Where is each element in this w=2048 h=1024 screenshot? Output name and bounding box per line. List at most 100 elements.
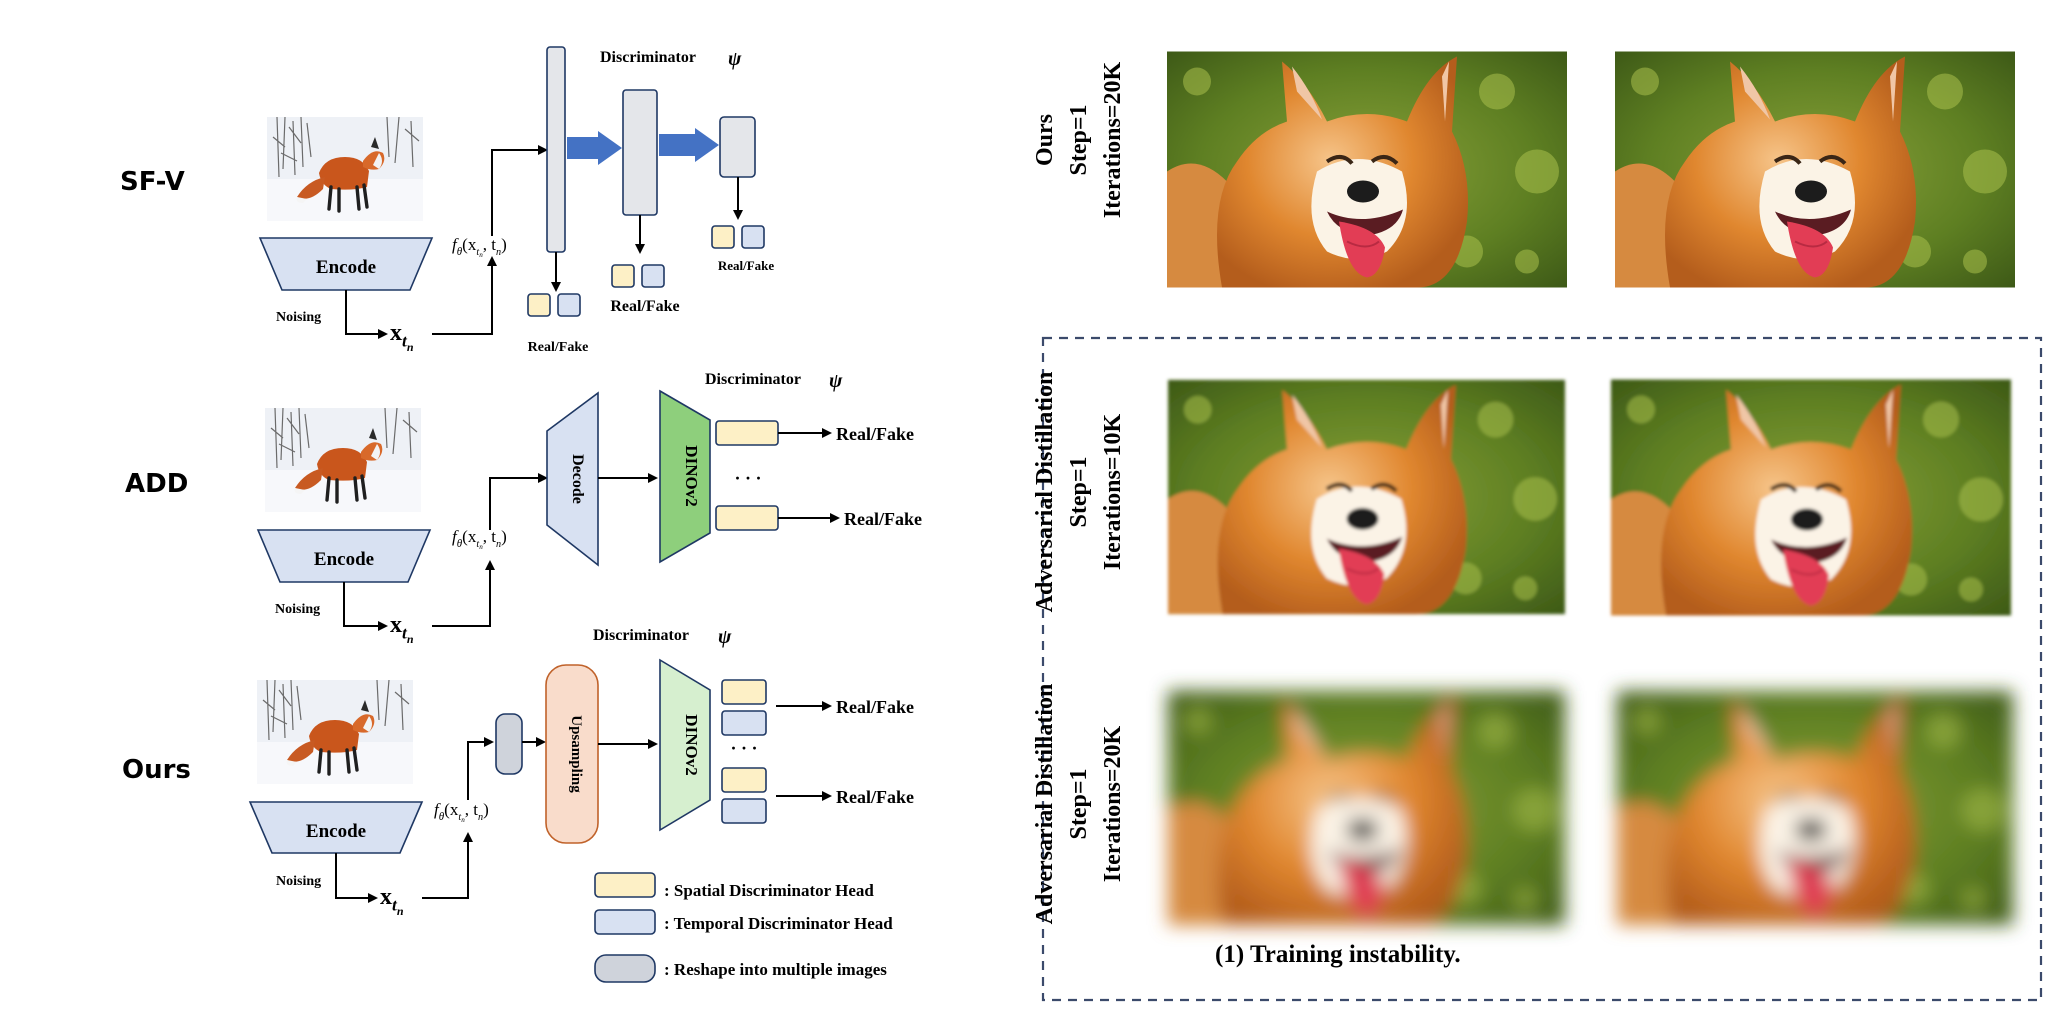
add-spatial-head-2 [715, 505, 779, 531]
right-row-1-image-1 [1167, 52, 1567, 288]
sfv-disc-title: Discriminator [600, 49, 696, 66]
right-row-2-image-2 [1611, 380, 2011, 616]
legend-temporal-label: : Temporal Discriminator Head [664, 914, 893, 933]
ours-disc-title: Discriminator [593, 627, 689, 644]
add-spatial-head-1 [715, 420, 779, 446]
add-real-fake-1: Real/Fake [836, 424, 914, 444]
ours-spatial-head-1 [721, 679, 767, 705]
sfv-disc-block-3 [719, 116, 756, 178]
ours-temporal-head-2 [721, 798, 767, 824]
sfv-heads-3-temporal-head [741, 225, 765, 249]
add-arrow-to-f [432, 560, 495, 627]
sfv-heads-1-spatial-head [527, 293, 551, 317]
sfv-real-fake-2: Real/Fake [610, 298, 679, 315]
ours-fox-image [257, 680, 413, 784]
add-xt-label: xtn [390, 612, 414, 646]
ours-dinov2 [659, 658, 711, 832]
add-decoder [546, 391, 599, 567]
legend: : Spatial Discriminator Head : Temporal D… [594, 872, 893, 983]
legend-reshape-swatch [594, 954, 656, 983]
sfv-xt-label: xtn [390, 320, 414, 354]
add-dinov2 [659, 389, 711, 564]
sfv-heads-2-temporal-head [641, 264, 665, 288]
ours-noising-label: Noising [276, 874, 321, 889]
ours-temporal-head-1 [721, 710, 767, 736]
ours-dinov2-label: DINOv2 [682, 714, 701, 775]
ours-upsampling-label: Upsampling [568, 715, 584, 793]
right-row-3: Adversarial Distillation Step=1 Iterations… [1032, 684, 2013, 926]
sfv-arrow-noise [345, 290, 388, 339]
ours-ellipsis: · · · [730, 738, 757, 758]
add-dinov2-label: DINOv2 [682, 445, 701, 506]
sfv-heads-3-spatial-head [711, 225, 735, 249]
ours-encode-label: Encode [306, 821, 366, 842]
right-row-2: Adversarial Distillation Step=1 Iterations… [1032, 372, 2011, 616]
sfv-noising-label: Noising [276, 310, 321, 325]
ours-f-label: fθ(xtn, tn) [434, 800, 489, 824]
sfv-psi: ψ [728, 48, 742, 70]
sfv-arrow-f-up [491, 145, 548, 236]
ours-arrow-to-f [422, 832, 473, 899]
right-row-3-image-2 [1617, 690, 2013, 926]
sfv-blue-arrow-1 [567, 131, 622, 165]
sfv-arrow-to-f [432, 256, 497, 335]
ours-arrow-f-up [467, 737, 494, 800]
add-f-label: fθ(xtn, tn) [452, 527, 507, 551]
right-row-3-image-1 [1168, 690, 1565, 926]
sfv-encode-label: Encode [316, 257, 376, 278]
sfv-f-label: fθ(xtn, tn) [452, 235, 507, 259]
legend-spatial-label: : Spatial Discriminator Head [664, 881, 874, 900]
add-decode-label: Decode [569, 454, 586, 504]
right-row-1-image-2 [1615, 52, 2015, 288]
right-row-1-label-line-1: Ours [1032, 114, 1058, 166]
add-noising-label: Noising [275, 602, 320, 617]
ours-real-fake-2: Real/Fake [836, 787, 914, 807]
row-label-add: ADD [125, 469, 188, 499]
legend-temporal-swatch [594, 909, 656, 935]
right-row-1: Ours Step=1 Iterations=20K [1032, 52, 2015, 288]
sfv-real-fake-1: Real/Fake [528, 340, 589, 355]
sfv-heads-1-temporal-head [557, 293, 581, 317]
ours-psi: ψ [718, 626, 732, 648]
ours-encoder [248, 801, 424, 854]
ours-arrow-noise [335, 853, 378, 903]
add-arrow-f-up [489, 473, 548, 530]
sfv-encoder [258, 237, 434, 291]
add-encode-label: Encode [314, 549, 374, 570]
right-row-3-label-line-3: Iterations=20K [1100, 726, 1126, 883]
add-real-fake-2: Real/Fake [844, 509, 922, 529]
right-row-3-label-line-1: Adversarial Distillation [1032, 684, 1058, 925]
add-psi: ψ [829, 370, 843, 392]
legend-reshape-label: : Reshape into multiple images [664, 960, 887, 979]
sfv-disc-block-2 [622, 89, 658, 216]
ours-reshape-block [495, 713, 523, 775]
sfv-blue-arrow-2 [659, 128, 719, 162]
add-ellipsis: · · · [734, 468, 761, 488]
add-arrow-noise [343, 582, 388, 631]
sfv-disc-block-1 [546, 46, 566, 253]
right-caption: (1) Training instability. [1215, 941, 1461, 968]
right-row-2-label-line-2: Step=1 [1066, 456, 1092, 527]
add-disc-title: Discriminator [705, 371, 801, 388]
ours-upsampling [545, 664, 599, 844]
right-row-1-label-line-2: Step=1 [1066, 104, 1092, 175]
add-encoder [256, 529, 432, 583]
sfv-fox-image [267, 117, 423, 221]
dashed-box [1041, 336, 2043, 1002]
legend-spatial-swatch [594, 872, 656, 898]
right-row-2-label-line-3: Iterations=10K [1100, 414, 1126, 571]
row-label-ours: Ours [122, 755, 191, 785]
right-row-2-label-line-1: Adversarial Distillation [1032, 372, 1058, 613]
sfv-heads-2-spatial-head [611, 264, 635, 288]
ours-real-fake-1: Real/Fake [836, 697, 914, 717]
right-row-3-label-line-2: Step=1 [1066, 768, 1092, 839]
right-row-1-label-line-3: Iterations=20K [1100, 62, 1126, 219]
sfv-real-fake-3: Real/Fake [718, 258, 775, 273]
ours-spatial-head-2 [721, 767, 767, 793]
row-label-sfv: SF-V [120, 167, 185, 197]
